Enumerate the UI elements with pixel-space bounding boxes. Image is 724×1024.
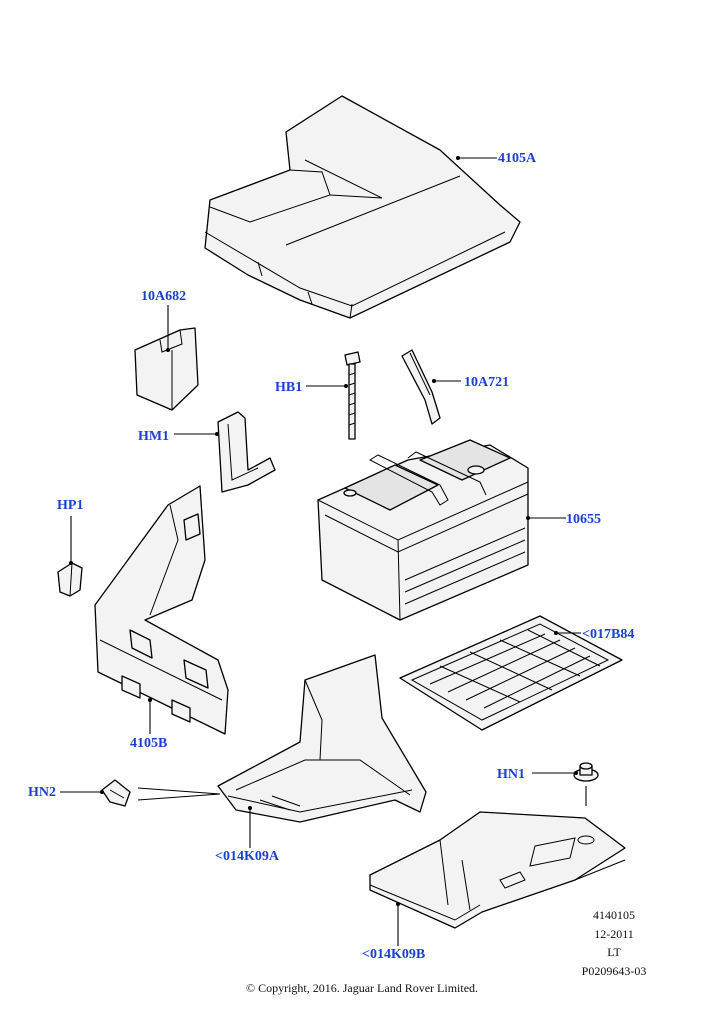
battery-cover-4105A (204, 95, 521, 319)
callout-014K09B[interactable]: <014K09B (362, 947, 426, 962)
shield-4105B (94, 485, 229, 735)
reference-line-2: 12-2011 (594, 926, 634, 941)
tray-014K09A (217, 654, 427, 823)
clip-HN2 (101, 779, 131, 807)
callout-HN1[interactable]: HN1 (497, 767, 525, 782)
callout-017B84[interactable]: <017B84 (582, 627, 635, 642)
callout-HP1[interactable]: HP1 (57, 498, 84, 513)
bracket-HM1 (217, 411, 276, 493)
reference-block: 4140105 12-2011 LT P0209643-03 (560, 906, 668, 980)
callout-10A721[interactable]: 10A721 (464, 375, 510, 390)
copyright-notice: © Copyright, 2016. Jaguar Land Rover Lim… (245, 981, 479, 995)
reference-line-3: LT (607, 945, 621, 959)
reference-line-1: 4140105 (593, 908, 635, 922)
mat-017B84 (399, 615, 623, 731)
tray-014K09B (369, 811, 626, 929)
callout-4105A[interactable]: 4105A (498, 151, 537, 166)
cap-HP1 (57, 562, 83, 597)
callout-10A682[interactable]: 10A682 (141, 289, 187, 304)
callout-014K09A[interactable]: <014K09A (215, 849, 279, 864)
clamp-10A721 (401, 349, 441, 425)
callout-HN2[interactable]: HN2 (28, 785, 56, 800)
callout-4105B[interactable]: 4105B (130, 736, 168, 751)
callout-HM1[interactable]: HM1 (138, 429, 170, 444)
callout-10655[interactable]: 10655 (566, 512, 601, 527)
reference-line-4: P0209643-03 (581, 963, 647, 978)
nut-HN1 (573, 762, 599, 782)
shield-10A682 (134, 327, 199, 411)
callout-HB1[interactable]: HB1 (275, 380, 303, 395)
battery-10655 (317, 439, 529, 621)
leader-lines (60, 156, 587, 946)
bolt-HB1 (344, 351, 361, 440)
